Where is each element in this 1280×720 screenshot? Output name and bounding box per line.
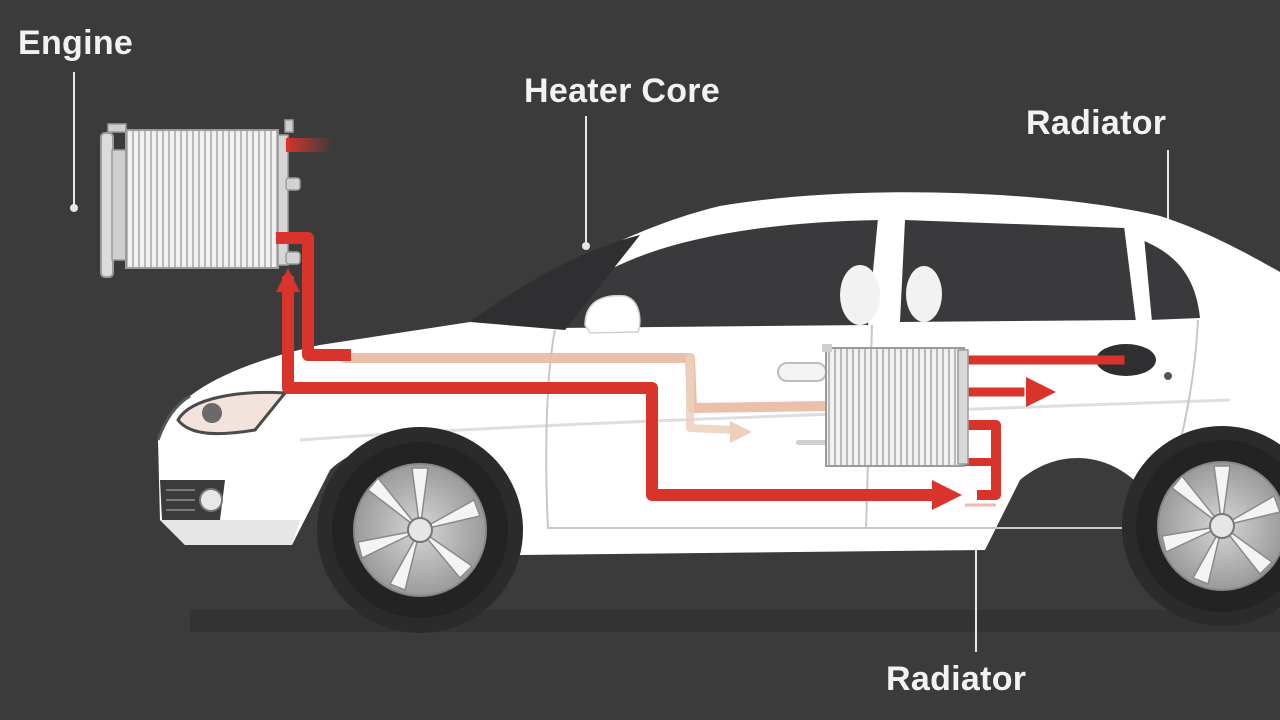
heater-core-label: Heater Core xyxy=(524,72,721,110)
front-wheel xyxy=(317,427,523,633)
radiator-bottom-label: Radiator xyxy=(886,660,1027,698)
rear-window xyxy=(900,220,1138,322)
engine-label: Engine xyxy=(18,24,134,62)
front-window xyxy=(555,220,880,328)
ground-shadow xyxy=(190,610,1280,632)
engine-radiator xyxy=(100,119,332,278)
side-mirror xyxy=(584,294,641,334)
rear-wheel xyxy=(1122,426,1280,626)
radiator-top-label: Radiator xyxy=(1026,104,1167,142)
heater-core xyxy=(822,344,969,467)
hot-coolant-flow xyxy=(276,232,1125,501)
flow-arrows xyxy=(276,268,1056,510)
quarter-window xyxy=(1142,240,1200,320)
